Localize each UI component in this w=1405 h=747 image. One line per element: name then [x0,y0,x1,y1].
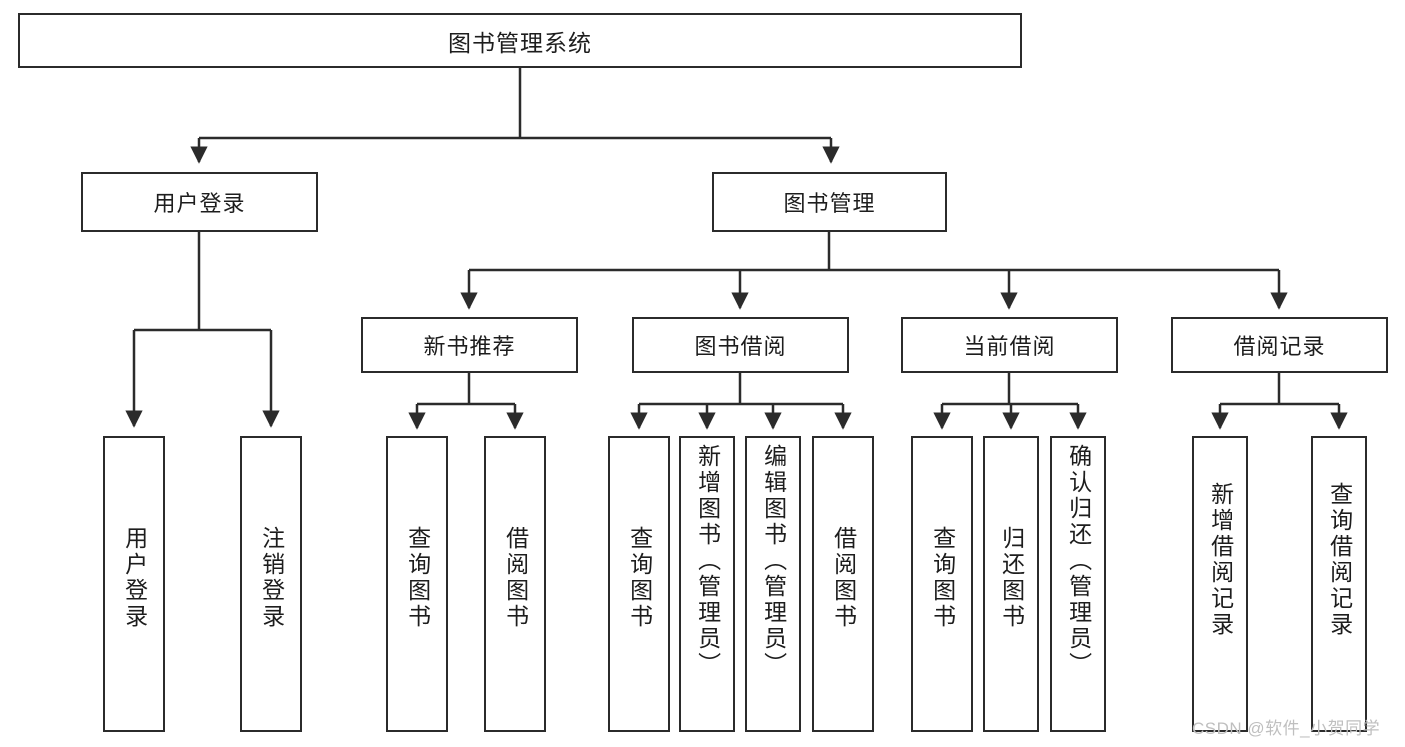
leaf-query-record-label: 查询借阅记录 [1326,482,1353,638]
leaf-query-book-borrow-label: 查询图书 [626,526,653,630]
node-borrow-record-label: 借阅记录 [1233,334,1326,359]
leaf-add-book[interactable]: 新增图书（管理员） [679,436,735,732]
leaf-add-record[interactable]: 新增借阅记录 [1192,436,1248,732]
leaf-add-record-label: 新增借阅记录 [1207,482,1234,638]
csdn-watermark: CSDN @软件_小贺同学 [1192,719,1381,738]
leaf-query-book-current[interactable]: 查询图书 [911,436,973,732]
node-book-borrow[interactable]: 图书借阅 [632,317,849,373]
leaf-return-book-label: 归还图书 [998,526,1025,630]
leaf-query-book-borrow[interactable]: 查询图书 [608,436,670,732]
leaf-query-record[interactable]: 查询借阅记录 [1311,436,1367,732]
node-current-borrow[interactable]: 当前借阅 [901,317,1118,373]
node-current-borrow-label: 当前借阅 [963,334,1056,359]
leaf-query-book-rec-label: 查询图书 [404,526,431,630]
leaf-borrow-book-rec-label: 借阅图书 [502,526,529,630]
leaf-user-login-label: 用户登录 [121,526,148,630]
leaf-logout-label: 注销登录 [258,526,285,630]
leaf-query-book-rec[interactable]: 查询图书 [386,436,448,732]
leaf-confirm-return-label: 确认归还（管理员） [1065,444,1092,678]
leaf-confirm-return[interactable]: 确认归还（管理员） [1050,436,1106,732]
leaf-borrow-book-label: 借阅图书 [830,526,857,630]
node-book-borrow-label: 图书借阅 [694,334,787,359]
node-book-management[interactable]: 图书管理 [712,172,947,232]
node-new-book-recommend-label: 新书推荐 [423,334,516,359]
leaf-query-book-current-label: 查询图书 [929,526,956,630]
leaf-user-login[interactable]: 用户登录 [103,436,165,732]
node-root-label: 图书管理系统 [448,29,592,56]
node-book-management-label: 图书管理 [783,191,876,216]
node-borrow-record[interactable]: 借阅记录 [1171,317,1388,373]
node-user-login[interactable]: 用户登录 [81,172,318,232]
node-root[interactable]: 图书管理系统 [18,13,1022,68]
leaf-logout[interactable]: 注销登录 [240,436,302,732]
node-user-login-label: 用户登录 [153,191,246,216]
leaf-add-book-label: 新增图书（管理员） [694,444,721,678]
leaf-borrow-book[interactable]: 借阅图书 [812,436,874,732]
leaf-borrow-book-rec[interactable]: 借阅图书 [484,436,546,732]
leaf-edit-book[interactable]: 编辑图书（管理员） [745,436,801,732]
leaf-edit-book-label: 编辑图书（管理员） [760,444,787,678]
leaf-return-book[interactable]: 归还图书 [983,436,1039,732]
node-new-book-recommend[interactable]: 新书推荐 [361,317,578,373]
